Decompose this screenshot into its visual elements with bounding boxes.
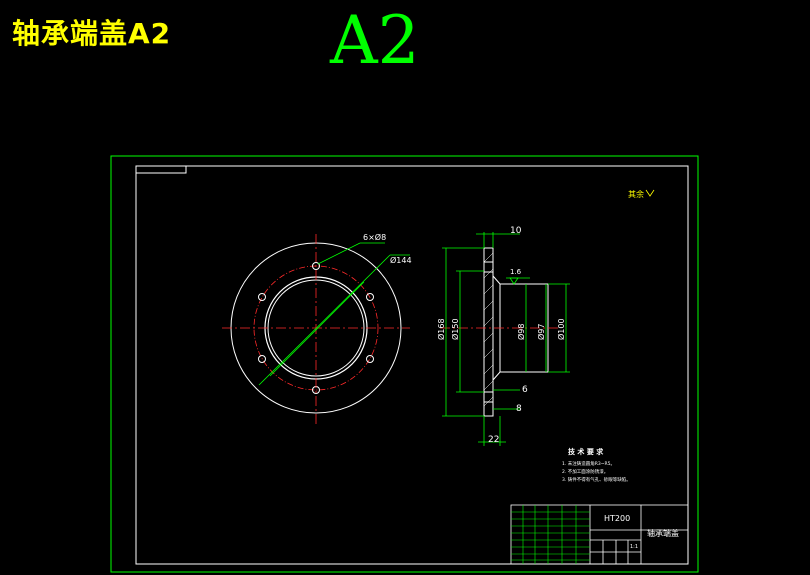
- title-block-material: HT200: [604, 514, 630, 523]
- flange: [483, 247, 494, 417]
- tech-req-title: 技 术 要 求: [568, 447, 604, 456]
- dim-pcd: Ø144: [390, 255, 412, 265]
- tech-req-line: 1. 未注铸造圆角R3~R5。: [562, 460, 615, 467]
- roughness-symbol-icon: [645, 189, 655, 197]
- tech-req-line: 3. 铸件不得有气孔、砂眼等缺陷。: [562, 476, 631, 483]
- dim-leader-pcd: [258, 254, 391, 386]
- title-block: [510, 504, 689, 565]
- dim-step-6: 6: [522, 385, 528, 395]
- corner-box: [135, 165, 187, 174]
- dim-flange-width: 10: [510, 226, 522, 236]
- dim-leader-bore: [269, 281, 365, 377]
- section-hole-top: [483, 261, 494, 273]
- outer-frame: [110, 155, 699, 573]
- dim-total-length: 22: [488, 435, 499, 445]
- bolt-hole: [312, 262, 320, 270]
- section-dims: [442, 232, 570, 446]
- dim-d98: Ø98: [516, 324, 526, 340]
- dim-leader-holes: [317, 242, 361, 265]
- roughness-note: 其余: [628, 189, 644, 199]
- header-title-cn: 轴承端盖A2: [12, 17, 172, 50]
- dim-roughness-value: 1.6: [510, 268, 522, 276]
- tech-req-line: 2. 不加工面涂防锈漆。: [562, 468, 608, 475]
- bolt-hole: [258, 355, 266, 363]
- header-title-big: A2: [330, 2, 420, 79]
- section-hole-bottom: [483, 391, 494, 403]
- front-view: [222, 234, 410, 424]
- section-hatch: [483, 252, 494, 407]
- dim-d150: Ø150: [450, 318, 460, 340]
- bolt-hole: [366, 293, 374, 301]
- bolt-hole: [366, 355, 374, 363]
- title-block-part-name: 轴承端盖: [647, 528, 679, 538]
- bolt-hole: [258, 293, 266, 301]
- dim-d97: Ø97: [536, 324, 546, 340]
- title-block-scale: 1:1: [630, 544, 638, 550]
- revision-grid: [511, 505, 590, 564]
- dim-d100: Ø100: [556, 318, 566, 340]
- dim-holes: 6×Ø8: [363, 232, 386, 242]
- dim-od: Ø168: [436, 318, 446, 340]
- dim-step-8: 8: [516, 404, 522, 414]
- inner-frame: [135, 165, 689, 565]
